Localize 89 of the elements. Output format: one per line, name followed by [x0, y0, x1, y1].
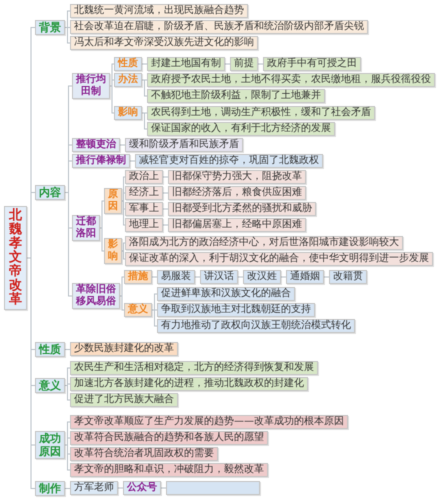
note-box: 政府手中有可授之田	[263, 57, 361, 71]
connector-line	[100, 200, 104, 228]
note-box: 改革符合民族融合的趋势和各族人民的愿望	[70, 431, 268, 445]
note-box: 通婚姻	[286, 270, 324, 284]
connector-line	[152, 310, 158, 326]
note-box: 保证国家的收入，有利于北方经济的发展	[147, 122, 335, 136]
connector-line	[130, 160, 136, 162]
connector-line	[162, 208, 168, 210]
category-tag: 影响	[114, 106, 142, 120]
note-box: 旧都经济落后，粮食供应困难	[168, 186, 306, 200]
category-tag: 措施	[124, 270, 152, 284]
connector-line	[152, 294, 158, 310]
note-box: 保证改革的深入，利于胡汉文化的融合，使中华文明得到进一步发展	[125, 252, 433, 266]
credit-box: 方军老师	[70, 481, 118, 495]
connector-line	[120, 144, 126, 146]
connector-line	[324, 276, 330, 278]
subtopic-box: 整顿吏治	[72, 138, 120, 152]
category-tag: 原因	[104, 188, 122, 214]
branch-topic-box: 制作	[35, 481, 65, 496]
category-tag: 性质	[114, 57, 142, 71]
subtopic-box: 推行俸禄制	[72, 154, 130, 168]
connector-line	[162, 192, 168, 194]
branch-topic-box: 背景	[35, 20, 65, 35]
note-box: 旧都受到北方柔然的骚扰和威胁	[168, 202, 316, 216]
note-box: 易服装	[157, 270, 195, 284]
category-tag: 影响	[104, 238, 122, 264]
connector-line	[122, 250, 126, 260]
category-tag: 意义	[124, 303, 152, 317]
connector-line	[100, 228, 104, 252]
note-box: 政府授予农民土地，土地不得买卖，农民缴地租，服兵役徭役役	[147, 73, 435, 87]
note-box: 孝文帝改革顺应了生产力发展的趋势——改革成功的根本原因	[70, 415, 348, 429]
branch-topic-box: 意义	[35, 378, 65, 393]
note-box: 改汉姓	[243, 270, 281, 284]
note-box: 政治上	[125, 170, 163, 184]
branch-topic-box: 性质	[35, 342, 65, 357]
note-box: 讲汉话	[200, 270, 238, 284]
connector-line	[122, 242, 126, 252]
branch-topic-box: 成功原因	[35, 431, 65, 459]
note-box: 有力地推动了政权向汉族王朝统治模式转化	[157, 319, 355, 333]
note-box: 促进鲜卑族和汉族文化的融合	[157, 287, 295, 301]
connector-line	[64, 192, 72, 296]
connector-line	[162, 176, 168, 178]
credit-box: 公众号	[123, 481, 161, 495]
central-topic-box: 北魏孝文帝改革	[4, 206, 27, 310]
subtopic-box: 革除旧俗移风易俗	[72, 283, 120, 309]
connector-line	[194, 276, 200, 278]
note-box: 封建土地国有制	[147, 57, 225, 71]
connector-line	[64, 349, 70, 350]
connector-line	[142, 80, 148, 96]
note-box: 社会改革迫在眉睫，阶级矛盾、民族矛盾和统治阶级内部矛盾尖锐	[70, 20, 368, 34]
connector-line	[64, 385, 70, 400]
note-box: 旧都保守势力强大，阻挠改革	[168, 170, 306, 184]
connector-line	[110, 86, 114, 114]
note-box: 军事上	[125, 202, 163, 216]
note-box: 促进了北方民族大融合	[70, 393, 178, 407]
connector-line	[64, 488, 70, 489]
note-box: 改革符合统治者巩固政权的需要	[70, 447, 218, 461]
note-box: 减轻官吏对百姓的掠夺，巩固了北魏政权	[135, 154, 323, 168]
note-box: 冯太后和孝文帝深受汉族先进文化的影响	[70, 36, 258, 50]
note-box: 改籍贯	[329, 270, 367, 284]
note-box: 农民得到土地，调动生产积极性，缓和了社会矛盾	[147, 106, 375, 120]
branch-topic-box: 内容	[35, 185, 65, 200]
note-box: 前提	[230, 57, 258, 71]
note-box: 经济上	[125, 186, 163, 200]
note-box: 缓和阶级矛盾和民族矛盾	[125, 138, 243, 152]
note-box: 洛阳成为北方的政治经济中心，对后世洛阳城市建设影响较大	[125, 236, 403, 250]
note-box: 争取到汉族地主对北魏朝廷的支持	[157, 303, 315, 317]
connector-line	[238, 276, 244, 278]
connector-line	[120, 276, 124, 296]
subtopic-box: 迁都洛阳	[72, 215, 100, 241]
category-tag: 办法	[114, 73, 142, 87]
connector-line	[64, 10, 70, 28]
note-box: 少数民族封建化的改革	[70, 342, 178, 356]
note-box: 地理上	[125, 218, 163, 232]
connector-line	[120, 296, 124, 310]
note-box: 北魏统一黄河流域，出现民族融合趋势	[70, 4, 248, 18]
note-box: 不触犯地主阶级利益，限制了土地兼并	[147, 89, 325, 103]
empty-box	[166, 481, 260, 495]
connector-line	[280, 276, 286, 278]
note-box: 农民生产和生活相对稳定，北方的经济得到恢复和发展	[70, 361, 318, 375]
note-box: 加速北方各族封建化的进程，推动北魏政权的封建化	[70, 377, 308, 391]
connector-line	[152, 276, 158, 278]
connector-line	[142, 112, 148, 130]
note-box: 孝文帝的胆略和卓识，冲破阻力，毅然改革	[70, 463, 268, 477]
subtopic-box: 推行均田制	[72, 73, 110, 99]
note-box: 旧都偏居塞上，经略中原困难	[168, 218, 306, 232]
connector-line	[64, 368, 70, 386]
connector-line	[162, 224, 168, 226]
connector-line	[64, 27, 70, 44]
